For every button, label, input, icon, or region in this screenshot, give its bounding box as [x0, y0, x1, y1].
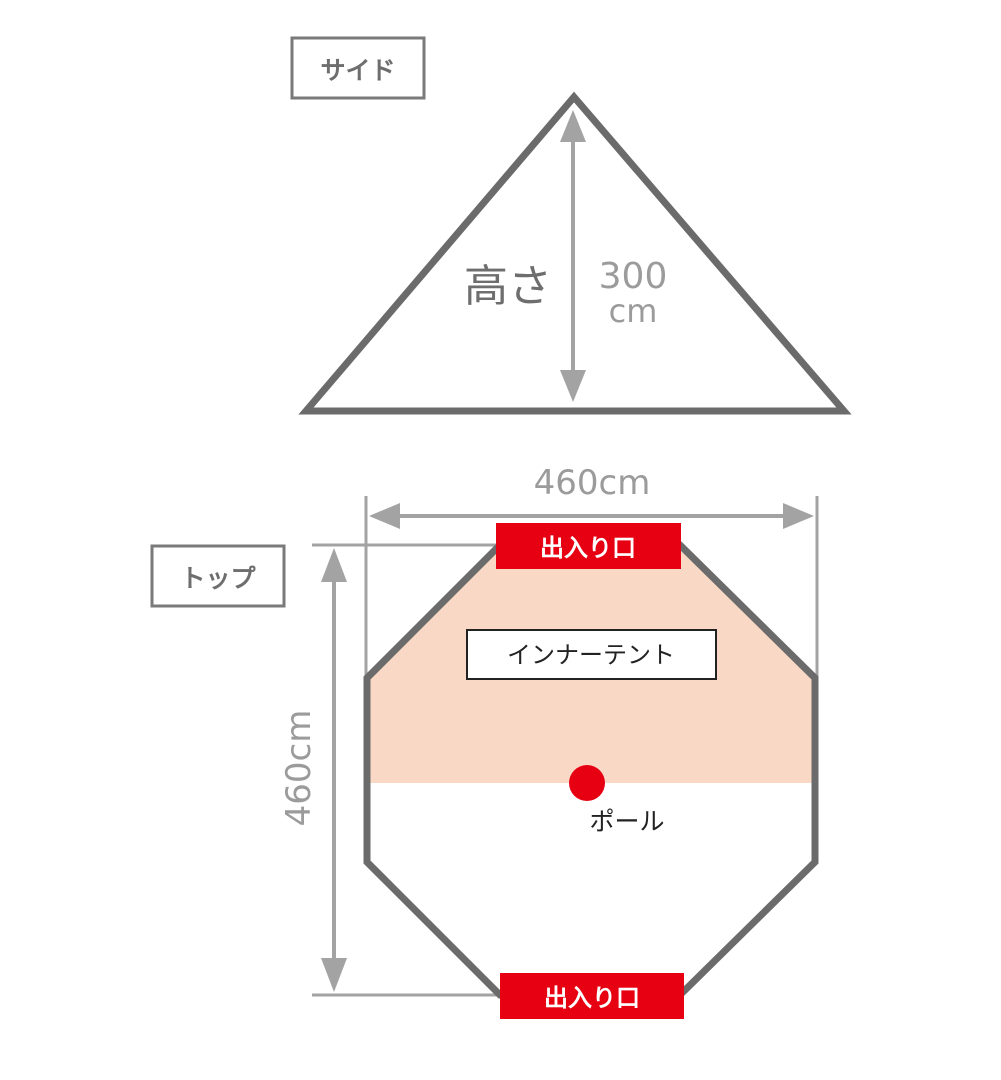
depth-arrow-up-icon — [321, 548, 347, 582]
side-view-label-box — [290, 36, 426, 100]
height-unit: cm — [609, 292, 658, 330]
width-arrow-left-icon — [369, 503, 400, 529]
entrance-top-label: 出入り口 — [540, 534, 636, 562]
depth-arrow-down-icon — [321, 958, 347, 992]
entrance-top — [496, 523, 681, 569]
pole-label: ポール — [589, 807, 664, 836]
side-view: サイド 高さ 300 cm — [290, 36, 852, 415]
width-dimension-label: 460cm — [534, 463, 651, 503]
depth-dimension-label: 460cm — [279, 710, 319, 827]
entrance-bottom-label: 出入り口 — [544, 984, 640, 1012]
inner-tent-label-box — [466, 629, 717, 680]
height-arrow-down-icon — [560, 370, 586, 402]
top-view: トップ 460cm 460cm 出入り口 出入り口 インナーテント ポール — [150, 463, 819, 1019]
height-arrow-up-icon — [560, 110, 586, 142]
height-label: 高さ — [464, 261, 552, 312]
entrance-bottom — [500, 973, 684, 1019]
side-view-label: サイド — [320, 56, 395, 85]
top-view-label-box — [150, 544, 286, 608]
pole-icon — [569, 765, 605, 801]
width-arrow-right-icon — [783, 503, 814, 529]
height-value: 300 — [599, 256, 668, 297]
top-view-label: トップ — [180, 564, 256, 593]
inner-tent-label: インナーテント — [507, 641, 675, 669]
